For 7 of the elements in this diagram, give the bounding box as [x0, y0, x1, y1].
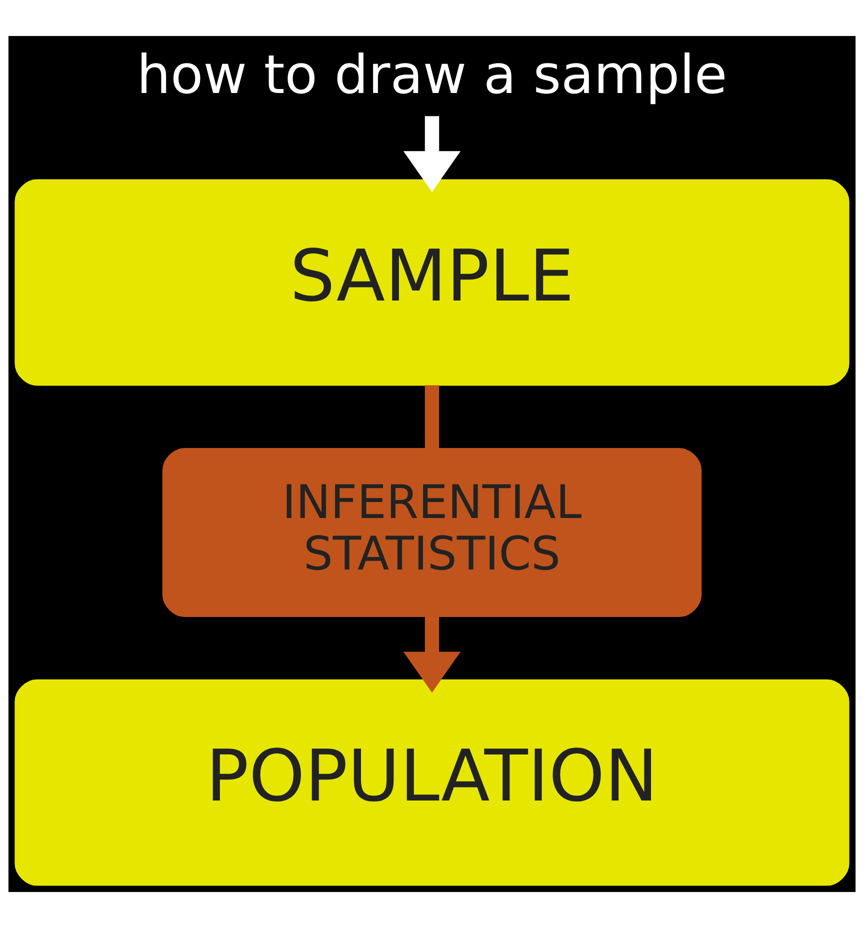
- node-box: POPULATION: [14, 678, 850, 886]
- arrow: [403, 116, 461, 192]
- arrow: [403, 616, 461, 692]
- node-box: SAMPLE: [14, 178, 850, 386]
- node-box: INFERENTIAL STATISTICS: [162, 447, 702, 617]
- connector: [424, 384, 440, 448]
- node-text: how to draw a sample: [136, 42, 728, 106]
